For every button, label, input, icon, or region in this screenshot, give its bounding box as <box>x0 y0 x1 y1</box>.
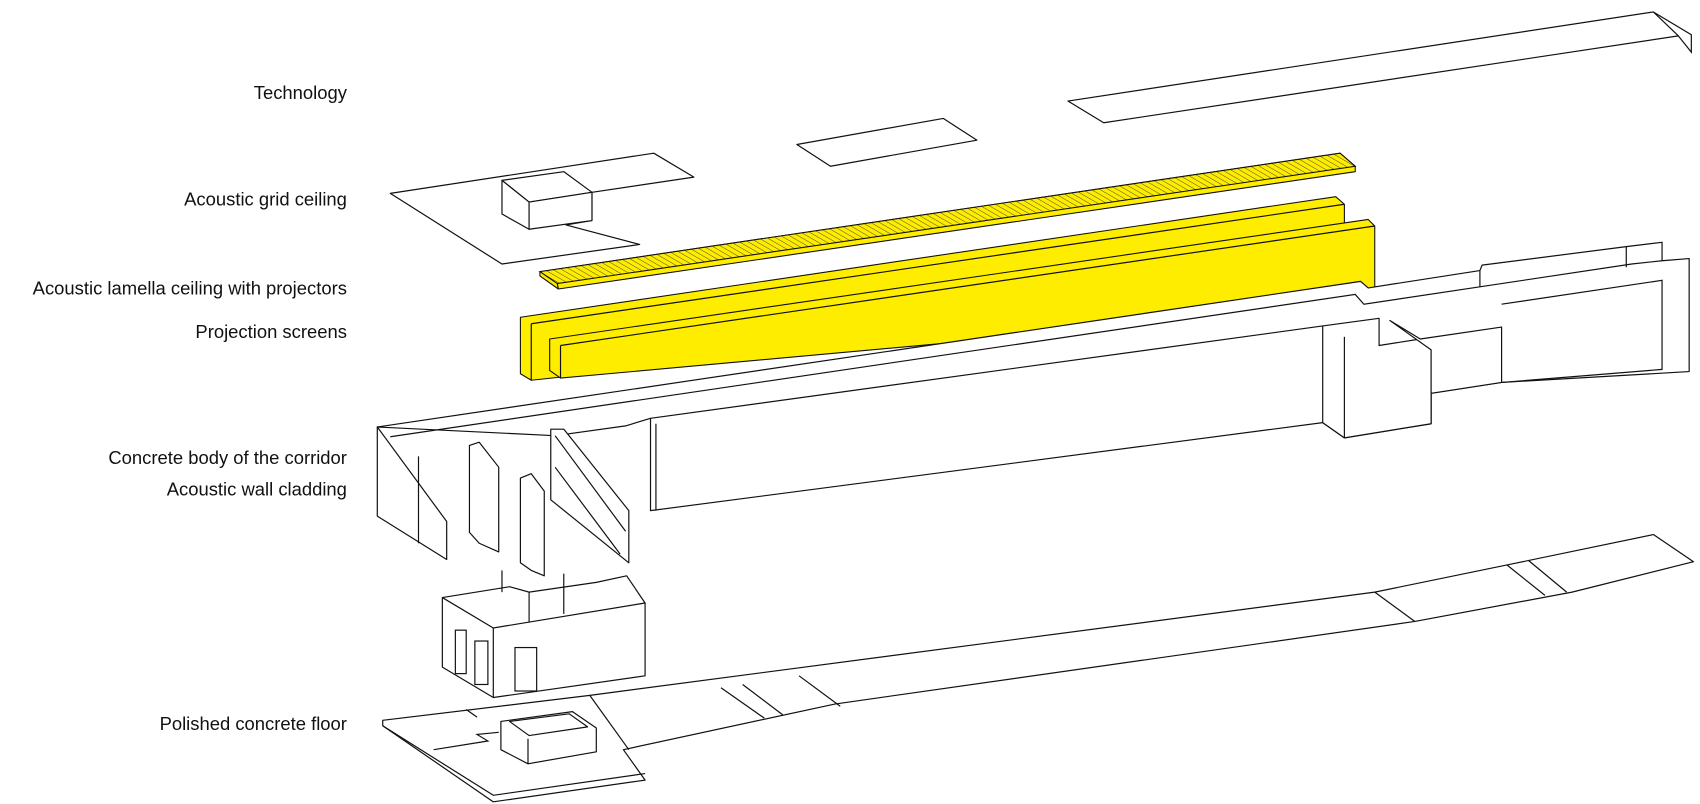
label-acoustic-grid-ceiling: Acoustic grid ceiling <box>184 188 347 209</box>
concrete-corridor-body <box>376 241 1690 577</box>
technology-layer <box>796 11 1692 167</box>
label-polished-concrete-floor: Polished concrete floor <box>160 713 347 734</box>
label-acoustic-lamella-ceiling: Acoustic lamella ceiling with projectors <box>33 277 347 298</box>
label-concrete-body: Concrete body of the corridor <box>108 447 347 468</box>
room-box <box>441 570 646 699</box>
acoustic-grid-ceiling <box>389 152 695 265</box>
label-technology: Technology <box>254 82 348 103</box>
acoustic-lamella-ceiling <box>538 152 1357 290</box>
label-acoustic-wall-cladding: Acoustic wall cladding <box>167 478 347 499</box>
polished-concrete-floor <box>382 533 1695 803</box>
label-projection-screens: Projection screens <box>195 321 347 342</box>
